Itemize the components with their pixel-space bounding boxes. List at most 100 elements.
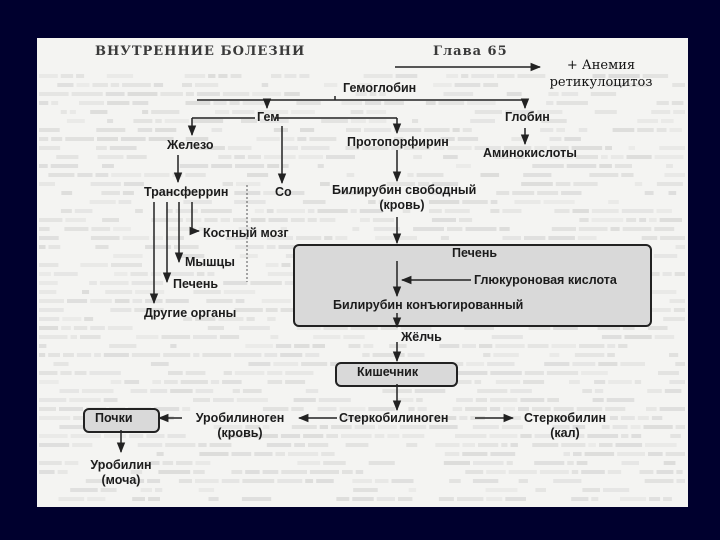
texture-stroke — [443, 92, 474, 96]
texture-stroke — [94, 461, 103, 465]
texture-stroke — [628, 146, 635, 150]
texture-stroke — [331, 425, 352, 429]
texture-stroke — [605, 407, 626, 411]
texture-stroke — [502, 236, 521, 240]
texture-stroke — [435, 443, 460, 447]
texture-stroke — [65, 218, 86, 222]
texture-stroke — [581, 371, 608, 375]
texture-stroke — [196, 272, 205, 276]
texture-stroke — [462, 200, 488, 204]
texture-stroke — [285, 380, 306, 384]
texture-stroke — [263, 191, 284, 195]
texture-stroke — [198, 227, 211, 231]
texture-stroke — [547, 398, 559, 402]
texture-stroke — [341, 101, 362, 105]
texture-stroke — [185, 218, 202, 222]
texture-stroke — [339, 407, 366, 411]
texture-stroke — [674, 272, 685, 276]
texture-stroke — [618, 344, 628, 348]
texture-stroke — [621, 173, 634, 177]
texture-stroke — [309, 470, 339, 474]
texture-stroke — [490, 209, 500, 213]
texture-stroke — [563, 452, 570, 456]
texture-stroke — [233, 218, 248, 222]
texture-stroke — [413, 155, 422, 159]
texture-stroke — [359, 209, 383, 213]
texture-stroke — [126, 155, 147, 159]
texture-stroke — [624, 335, 652, 339]
texture-stroke — [105, 290, 133, 294]
texture-stroke — [556, 434, 565, 438]
texture-stroke — [76, 353, 92, 357]
texture-stroke — [662, 272, 672, 276]
texture-stroke — [604, 83, 627, 87]
texture-stroke — [612, 425, 628, 429]
texture-stroke — [546, 371, 579, 375]
texture-stroke — [130, 272, 148, 276]
texture-stroke — [39, 146, 61, 150]
texture-stroke — [182, 407, 191, 411]
texture-stroke — [185, 371, 206, 375]
texture-stroke — [48, 173, 75, 177]
texture-stroke — [610, 227, 620, 231]
texture-stroke — [294, 443, 305, 447]
texture-stroke — [599, 164, 612, 168]
texture-stroke — [79, 101, 104, 105]
texture-stroke — [213, 101, 227, 105]
texture-stroke — [234, 353, 262, 357]
texture-stroke — [222, 92, 250, 96]
texture-stroke — [296, 236, 322, 240]
texture-stroke — [39, 380, 59, 384]
texture-stroke — [346, 173, 355, 177]
texture-stroke — [574, 416, 583, 420]
texture-stroke — [39, 236, 59, 240]
texture-stroke — [156, 452, 164, 456]
texture-stroke — [455, 371, 488, 375]
texture-stroke — [416, 398, 423, 402]
texture-stroke — [447, 146, 472, 150]
texture-stroke — [151, 110, 180, 114]
texture-stroke — [107, 119, 114, 123]
texture-stroke — [659, 146, 685, 150]
texture-stroke — [174, 245, 199, 249]
node-liver-box-title: Печень — [452, 246, 498, 260]
texture-stroke — [39, 344, 47, 348]
texture-stroke — [649, 497, 661, 501]
texture-stroke — [517, 74, 546, 78]
texture-stroke — [340, 191, 368, 195]
texture-stroke — [521, 182, 553, 186]
texture-stroke — [518, 479, 528, 483]
texture-stroke — [193, 335, 217, 339]
texture-stroke — [185, 92, 194, 96]
texture-stroke — [195, 461, 211, 465]
texture-stroke — [491, 335, 523, 339]
texture-stroke — [594, 380, 606, 384]
texture-stroke — [626, 155, 652, 159]
texture-stroke — [524, 371, 544, 375]
texture-stroke — [656, 209, 672, 213]
texture-stroke — [247, 155, 261, 159]
texture-stroke — [414, 389, 446, 393]
texture-stroke — [429, 425, 458, 429]
texture-stroke — [39, 290, 57, 294]
texture-stroke — [235, 164, 265, 168]
texture-stroke — [179, 191, 202, 195]
texture-stroke — [407, 173, 414, 177]
texture-stroke — [39, 299, 64, 303]
texture-stroke — [196, 281, 208, 285]
texture-stroke — [160, 92, 183, 96]
texture-stroke — [546, 101, 554, 105]
texture-stroke — [39, 317, 60, 321]
texture-stroke — [80, 335, 101, 339]
texture-stroke — [273, 362, 299, 366]
texture-stroke — [669, 299, 685, 303]
texture-stroke — [456, 398, 473, 402]
node-iron: Железо — [167, 138, 214, 152]
texture-stroke — [39, 407, 56, 411]
texture-stroke — [254, 209, 264, 213]
texture-stroke — [250, 281, 282, 285]
texture-stroke — [222, 380, 242, 384]
texture-stroke — [105, 92, 125, 96]
texture-stroke — [206, 299, 233, 303]
texture-stroke — [140, 488, 152, 492]
